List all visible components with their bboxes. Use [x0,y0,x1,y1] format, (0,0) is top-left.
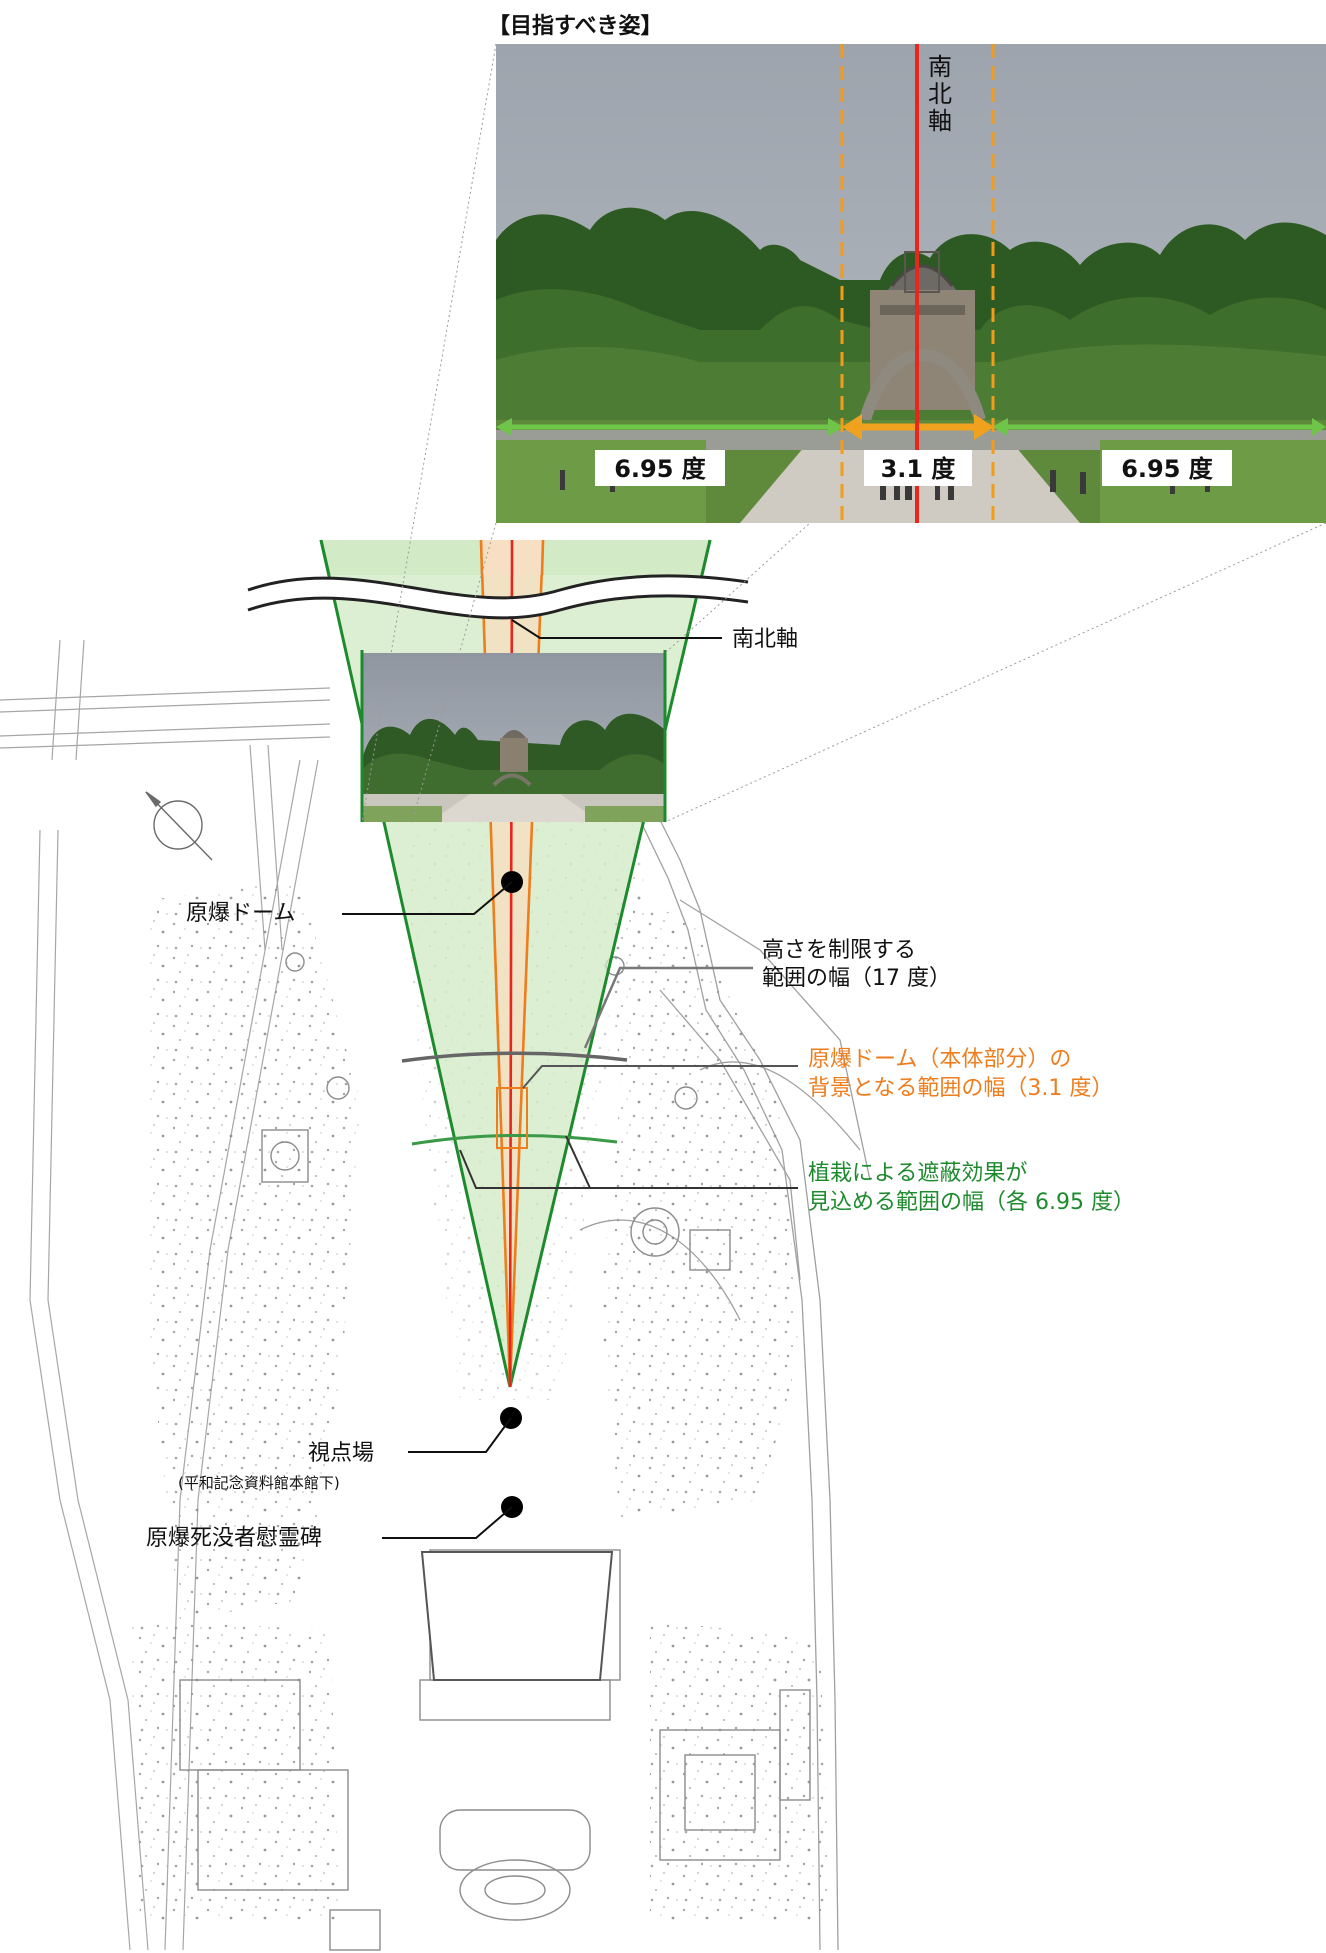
label-planting-2: 見込める範囲の幅（各 6.95 度） [808,1190,1135,1215]
main-photo [496,44,1326,523]
leader-planting [459,1149,798,1189]
angle-box-right [1102,450,1232,486]
leader-planting-right [565,1135,591,1189]
break-symbol [247,574,749,620]
label-height-range-2: 範囲の幅（17 度） [762,966,951,991]
projection-lines [361,43,1326,823]
leader-viewpoint [408,1417,512,1453]
photo-axis-char-2: 北 [928,80,952,108]
north-arrow-icon [145,791,213,861]
photo-axis-char-3: 軸 [928,107,952,135]
photo-axis-char-1: 南 [928,53,952,81]
label-height-range-1: 高さを制限する [762,938,916,963]
angle-label-center: 3.1 度 [881,455,957,483]
arc-planting [411,1133,618,1146]
leader-height-range [583,966,753,1049]
label-dome-background-2: 背景となる範囲の幅（3.1 度） [808,1076,1113,1101]
header-title: 【目指すべき姿】 [488,13,662,39]
angle-box-left [595,450,725,486]
leader-dome-background [522,1065,798,1089]
arc-height-limit [401,1051,628,1063]
dome-range-box [496,1087,528,1149]
label-ns-axis: 南北軸 [732,627,798,652]
label-atomic-dome: 原爆ドーム [186,901,295,926]
label-cenotaph: 原爆死没者慰霊碑 [146,1526,322,1551]
angle-label-left: 6.95 度 [614,455,707,483]
leader-ns-axis [511,619,722,639]
label-viewpoint: 視点場 [308,1441,374,1466]
label-dome-background-1: 原爆ドーム（本体部分）の [808,1047,1071,1072]
leader-atomic-dome [342,881,513,915]
label-viewpoint-sub: (平和記念資料館本館下) [178,1474,340,1492]
map-plaza [420,1551,614,1681]
label-planting-1: 植栽による遮蔽効果が [808,1161,1027,1186]
inset-photo [362,653,665,822]
leader-cenotaph [382,1506,513,1539]
view-cone-top [319,539,712,576]
angle-label-right: 6.95 度 [1121,455,1214,483]
fan-edge-right [508,540,712,1388]
angle-box-center [864,450,972,486]
fan-edge-left [319,540,512,1388]
